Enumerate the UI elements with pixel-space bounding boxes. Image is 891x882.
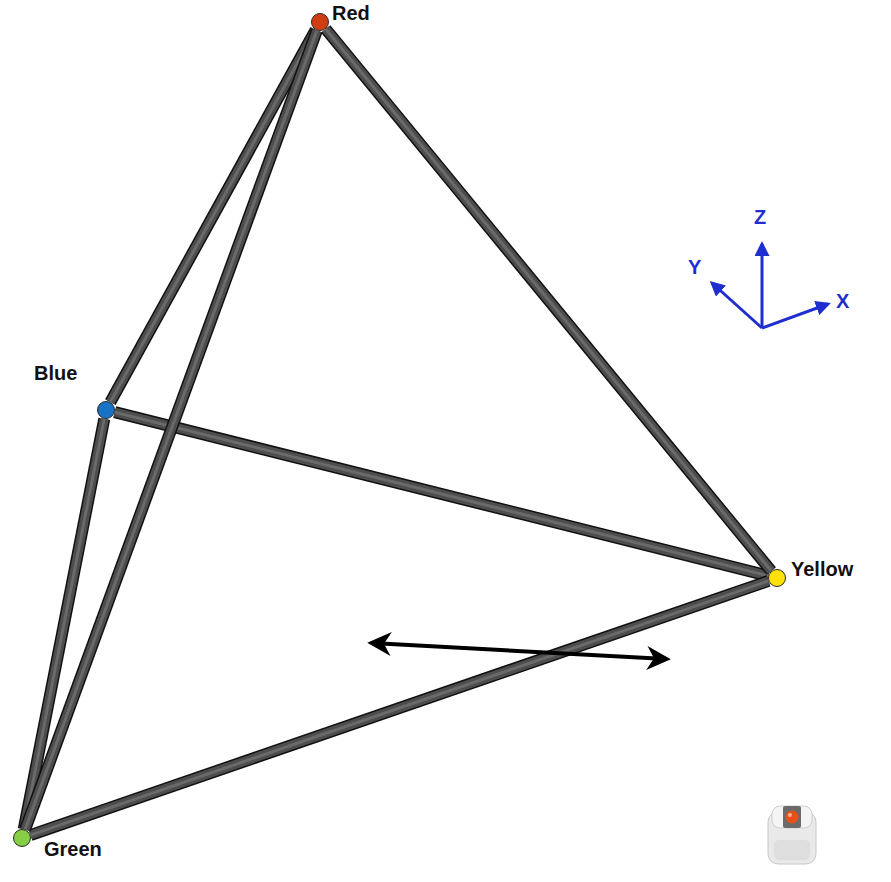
strut-outline: [25, 30, 317, 829]
strut-fill: [115, 412, 769, 576]
strut-bar: [115, 412, 769, 576]
strut-fill: [31, 581, 769, 835]
motion-arrow: [372, 643, 666, 659]
strut-highlight: [25, 30, 317, 829]
x-axis: [762, 304, 828, 328]
connector-layer: [24, 29, 772, 835]
vertex-dot: Yellow: [768, 569, 786, 587]
vertex-label: Yellow: [791, 558, 853, 581]
strut-bar: [24, 419, 105, 829]
axis-label: X: [836, 290, 849, 313]
axis-label: Y: [688, 256, 701, 279]
strut-bar: [25, 30, 317, 829]
axis-triad: [712, 244, 828, 328]
strut-highlight: [24, 419, 105, 829]
strut-highlight: [326, 29, 772, 571]
strut-highlight: [115, 412, 769, 576]
strut-outline: [31, 581, 769, 835]
strut-bar: [110, 30, 315, 402]
strut-outline: [326, 29, 772, 571]
strut-fill: [25, 30, 317, 829]
camera-icon: [768, 806, 816, 864]
y-axis: [712, 283, 762, 328]
strut-outline: [110, 30, 315, 402]
vertex-label: Green: [44, 838, 102, 861]
strut-fill: [326, 29, 772, 571]
vertex-dot: Green: [13, 829, 31, 847]
strut-outline: [24, 419, 105, 829]
strut-bar: [326, 29, 772, 571]
z-axis: [761, 244, 764, 328]
strut-fill: [24, 419, 105, 829]
strut-highlight: [110, 30, 315, 402]
vertex-label: Blue: [34, 362, 77, 385]
vertex-label: Red: [332, 2, 370, 25]
strut-highlight: [31, 581, 769, 835]
strut-bar: [31, 581, 769, 835]
vertex-dot: Red: [311, 13, 329, 31]
axis-label: Z: [754, 206, 766, 229]
vertex-dot: Blue: [97, 401, 115, 419]
strut-outline: [115, 412, 769, 576]
strut-fill: [110, 30, 315, 402]
